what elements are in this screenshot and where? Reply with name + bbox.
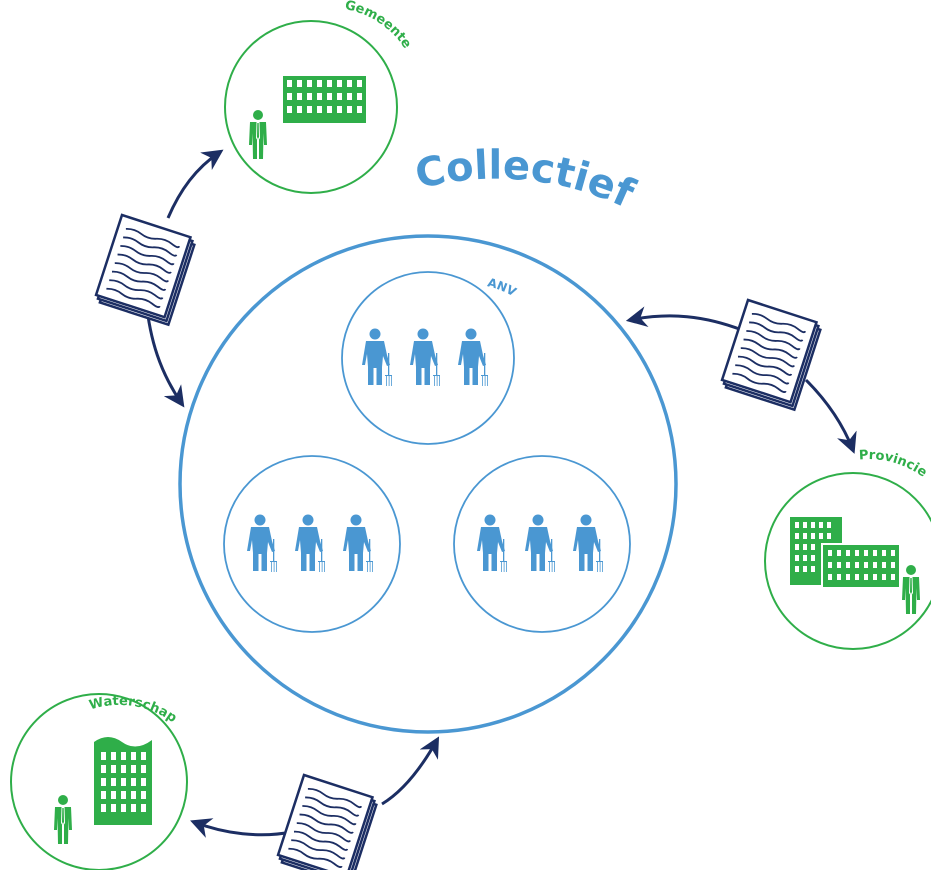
farmer-icon xyxy=(477,514,507,572)
arrow-to-collectief-right xyxy=(625,306,743,332)
group-right xyxy=(453,455,631,633)
group-anv-circle xyxy=(341,271,515,445)
group-left-circle xyxy=(223,455,401,633)
arrow-to-collectief-bottom xyxy=(381,736,440,806)
document-stack-icon xyxy=(274,773,380,870)
farmer-icon xyxy=(458,328,488,386)
gemeente-circle xyxy=(224,20,398,194)
document-stack-icon xyxy=(92,213,198,326)
collectief-circle xyxy=(178,234,678,734)
official-icon xyxy=(902,565,920,614)
stakeholder-waterschap: Waterschap xyxy=(10,693,188,870)
group-anv: ANV xyxy=(341,271,519,445)
stakeholder-gemeente: Gemeente xyxy=(224,0,414,194)
farmer-icon xyxy=(343,514,373,572)
arrow-to-provincie xyxy=(804,378,857,454)
building-icon xyxy=(283,76,366,123)
group-anv-label: ANV xyxy=(486,275,519,299)
provincie-circle xyxy=(764,472,931,650)
farmer-icon xyxy=(525,514,555,572)
provincie-label: Provincie xyxy=(859,448,930,481)
arrow-to-waterschap xyxy=(190,818,293,838)
group-right-circle xyxy=(453,455,631,633)
farmer-icon xyxy=(410,328,440,386)
farmer-icon xyxy=(295,514,325,572)
collectief-title: Collectief xyxy=(411,142,641,217)
document-stack-icon xyxy=(718,298,824,411)
farmer-icon xyxy=(247,514,277,572)
waterschap-circle xyxy=(10,693,188,870)
farmer-icon xyxy=(573,514,603,572)
waterschap-label: Waterschap xyxy=(88,694,180,726)
building-icon xyxy=(94,737,152,825)
group-left xyxy=(223,455,401,633)
gemeente-label: Gemeente xyxy=(343,0,414,52)
arrow-to-gemeente xyxy=(166,149,224,219)
building-icon xyxy=(790,517,901,589)
official-icon xyxy=(54,795,72,844)
official-icon xyxy=(249,110,267,159)
stakeholder-provincie: Provincie xyxy=(764,448,931,650)
farmer-icon xyxy=(362,328,392,386)
